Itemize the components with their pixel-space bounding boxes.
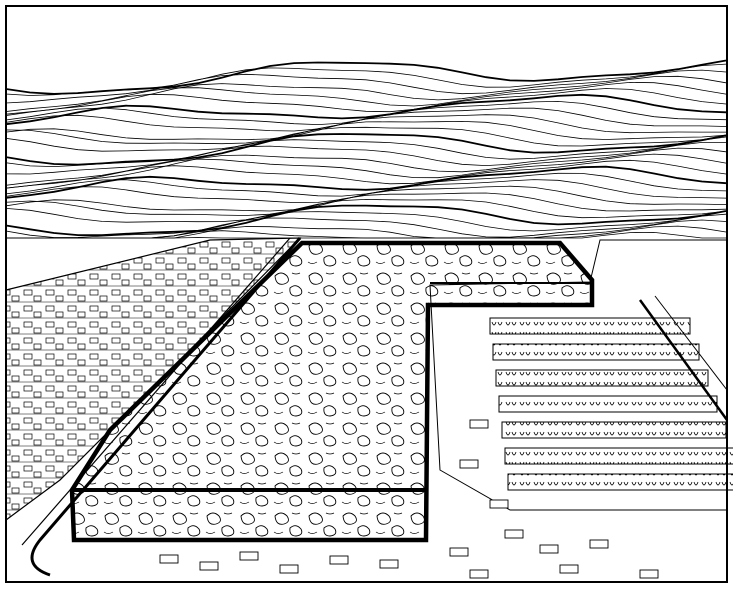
road-right: [638, 299, 729, 421]
small-building: [459, 459, 479, 469]
contour-line: [5, 165, 727, 199]
crop-row-field: [501, 421, 727, 439]
contour-line: [5, 63, 727, 96]
crop-fields: [489, 317, 733, 491]
crop-row-field: [504, 447, 733, 465]
contour-line: [5, 153, 727, 186]
small-building: [469, 569, 489, 579]
contour-line: [5, 210, 727, 238]
small-building: [589, 539, 609, 549]
contour-line: [5, 172, 727, 197]
small-building: [639, 569, 659, 579]
farm-area-right: [429, 239, 728, 511]
contour-line: [5, 75, 727, 116]
crop-row-field: [492, 343, 700, 361]
small-building: [199, 561, 219, 571]
contour-line: [5, 142, 726, 175]
contour-line: [5, 120, 727, 145]
contour-line: [5, 93, 727, 126]
contour-line: [5, 231, 726, 254]
small-building: [559, 564, 579, 574]
contour-line: [5, 198, 727, 223]
small-building: [279, 564, 299, 574]
mountain-contours: [5, 59, 727, 254]
scattered-buildings: [159, 419, 659, 579]
contour-line: [5, 81, 727, 112]
crop-row-field: [507, 473, 733, 491]
contour-line: [5, 192, 727, 216]
small-building: [329, 555, 349, 565]
small-building: [489, 499, 509, 509]
road-right-edge: [654, 295, 728, 391]
small-building: [469, 419, 489, 429]
contour-line: [5, 136, 727, 168]
contour-line: [5, 147, 727, 189]
crop-row-field: [495, 369, 709, 387]
contour-line: [5, 204, 727, 236]
contour-line: [5, 126, 727, 152]
small-building: [449, 547, 469, 557]
road-left: [30, 237, 302, 577]
highlighted-plot-outline: [69, 240, 595, 543]
contour-line: [5, 114, 726, 141]
contour-line: [5, 88, 727, 115]
contour-line: [5, 159, 727, 189]
small-building: [539, 544, 559, 554]
crop-row-field: [498, 395, 718, 413]
small-building: [504, 529, 524, 539]
small-building: [379, 559, 399, 569]
crop-row-field: [489, 317, 691, 335]
small-building: [239, 551, 259, 561]
small-building: [159, 554, 179, 564]
contour-line: [5, 69, 727, 104]
